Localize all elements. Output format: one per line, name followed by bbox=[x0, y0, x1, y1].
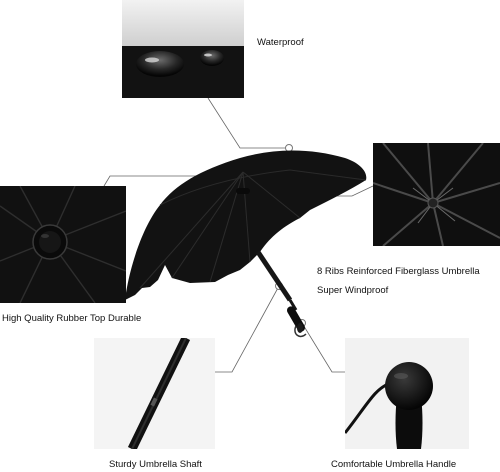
shaft-image bbox=[127, 338, 191, 449]
water-droplets-image bbox=[122, 0, 244, 98]
shaft-label: Sturdy Umbrella Shaft bbox=[109, 459, 202, 470]
water-droplet-large bbox=[136, 51, 184, 77]
ribs-hub bbox=[427, 197, 439, 209]
connector-rubber-top bbox=[103, 175, 221, 187]
rubber-top-label: High Quality Rubber Top Durable bbox=[2, 313, 142, 324]
waterproof-label: Waterproof bbox=[257, 37, 304, 48]
rubber-top-image bbox=[0, 186, 126, 303]
shaft-button bbox=[150, 397, 158, 407]
handle-image bbox=[345, 362, 433, 449]
handle-label: Comfortable Umbrella Handle bbox=[331, 459, 457, 470]
ribs-label-line2: Super Windproof bbox=[317, 285, 389, 296]
rubber-top-panel bbox=[0, 186, 126, 303]
ribs-panel bbox=[373, 143, 500, 246]
umbrella-shaft-main bbox=[255, 250, 293, 302]
shaft-panel bbox=[94, 338, 215, 449]
umbrella-canopy bbox=[125, 150, 367, 300]
umbrella-ribs-image bbox=[373, 143, 500, 246]
handle-strap bbox=[345, 382, 390, 434]
connector-waterproof bbox=[207, 97, 289, 149]
water-droplet-small bbox=[200, 50, 224, 66]
handle-grip bbox=[395, 396, 423, 449]
waterproof-panel bbox=[122, 0, 244, 98]
handle-panel bbox=[345, 338, 469, 449]
handle-knob bbox=[385, 362, 433, 410]
ribs-label-line1: 8 Ribs Reinforced Fiberglass Umbrella bbox=[317, 266, 480, 277]
connector-handle bbox=[301, 322, 345, 373]
umbrella-top-cap bbox=[236, 188, 250, 194]
